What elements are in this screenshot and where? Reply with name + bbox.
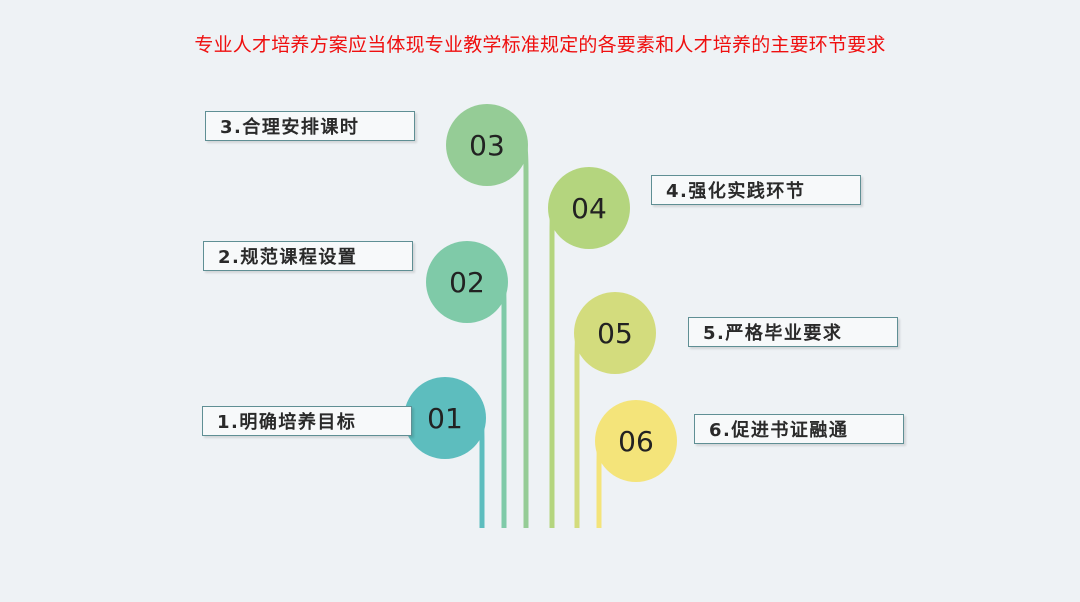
step-4-number: 04	[571, 192, 607, 225]
step-3-number: 03	[469, 129, 505, 162]
step-3-label: 3.合理安排课时	[205, 111, 415, 141]
step-4-stem	[549, 194, 557, 528]
step-5: 05	[574, 292, 656, 528]
step-1-label: 1.明确培养目标	[202, 406, 412, 436]
step-2-number: 02	[449, 266, 485, 299]
step-6-label: 6.促进书证融通	[694, 414, 904, 444]
step-6: 06	[595, 400, 677, 528]
step-6-number: 06	[618, 425, 654, 458]
step-1: 01	[404, 377, 486, 528]
step-3-stem	[519, 131, 529, 528]
step-1-number: 01	[427, 402, 463, 435]
step-5-number: 05	[597, 317, 633, 350]
step-4-circle	[548, 167, 630, 249]
step-2: 02	[426, 241, 508, 528]
step-4: 04	[548, 167, 630, 528]
step-4-label: 4.强化实践环节	[651, 175, 861, 205]
page-title: 专业人才培养方案应当体现专业教学标准规定的各要素和人才培养的主要环节要求	[194, 34, 886, 56]
step-1-circle	[404, 377, 486, 459]
step-2-label: 2.规范课程设置	[203, 241, 413, 271]
step-2-circle	[426, 241, 508, 323]
step-3-circle	[446, 104, 528, 186]
step-6-circle	[595, 400, 677, 482]
step-5-label: 5.严格毕业要求	[688, 317, 898, 347]
step-5-circle	[574, 292, 656, 374]
step-2-stem	[499, 268, 507, 528]
step-3: 03	[446, 104, 529, 528]
